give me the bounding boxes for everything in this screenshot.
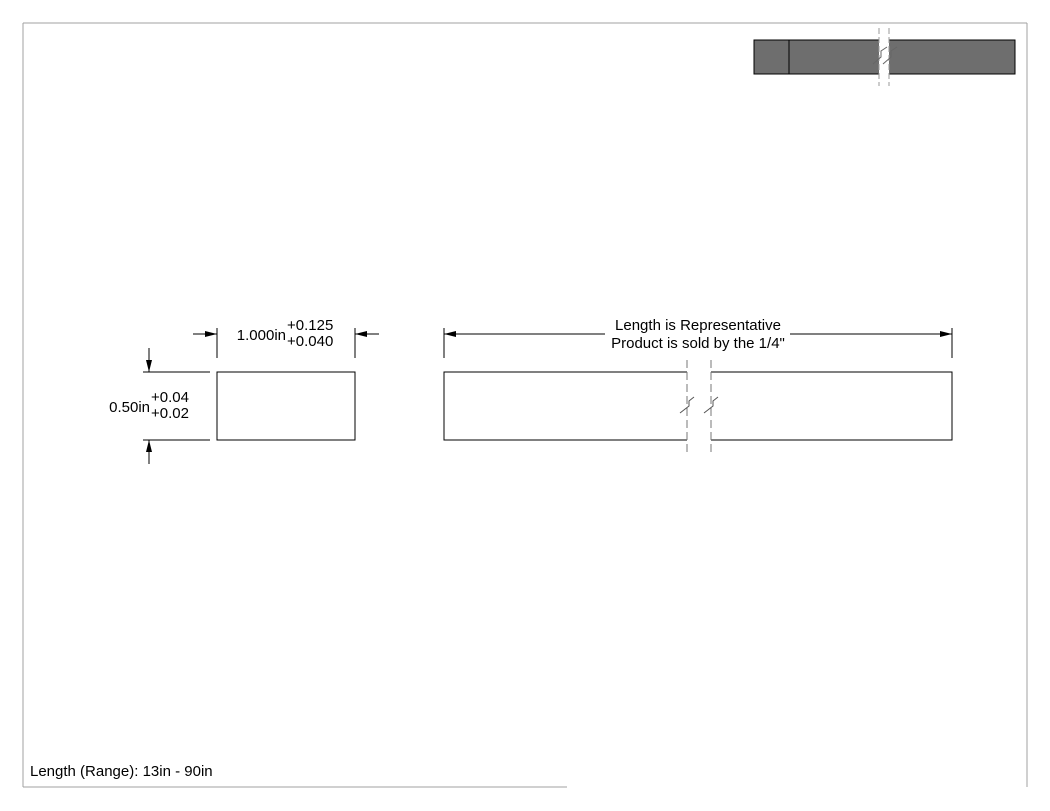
thickness-lower-tolerance: +0.02 <box>151 405 189 422</box>
length-note-line2: Product is sold by the 1/4" <box>611 335 785 352</box>
length-dimension <box>443 328 953 358</box>
cross-section-rect <box>216 371 356 441</box>
width-dimension <box>193 328 379 358</box>
length-view: Length is Representative Product is sold… <box>443 317 953 452</box>
thickness-nominal: 0.50in <box>109 399 150 416</box>
drawing-frame <box>22 22 1028 788</box>
thickness-upper-tolerance: +0.04 <box>151 389 189 406</box>
cross-section-view: 1.000in +0.125 +0.040 0.50in +0.04 +0.02 <box>109 317 379 464</box>
length-range-note: Length (Range): 13in - 90in <box>30 763 213 780</box>
length-note-line1: Length is Representative <box>615 317 781 334</box>
thumbnail-bar <box>753 28 1016 86</box>
break-lines <box>679 360 719 452</box>
width-nominal: 1.000in <box>237 327 286 344</box>
width-upper-tolerance: +0.125 <box>287 317 333 334</box>
thickness-dimension <box>143 348 210 464</box>
width-lower-tolerance: +0.040 <box>287 333 333 350</box>
